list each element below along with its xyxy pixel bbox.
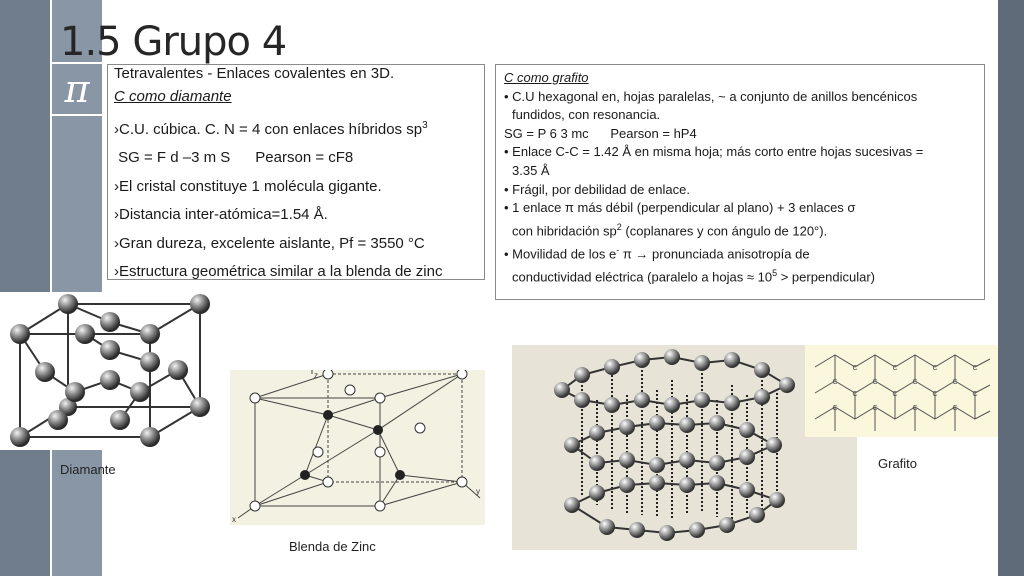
b4-sup: 2 (616, 221, 622, 232)
carbon-atom-label: C (872, 379, 877, 386)
caption-grafito: Grafito (878, 456, 918, 471)
axis-y-label: y (476, 487, 480, 496)
graphite-sg: SG = P 6 3 mc Pearson = hP4 (504, 125, 697, 141)
graphite-bullet-5: • Movilidad de los e- π → pronunciada an… (504, 241, 976, 264)
carbon-atom-label: C (852, 391, 857, 398)
carbon-atom-label: C (912, 405, 917, 412)
b5b-pre: conductividad eléctrica (paralelo a hoja… (512, 268, 773, 284)
axis-x-label: x (232, 515, 236, 524)
b5-post: π → pronunciada anisotropía de (619, 246, 810, 261)
graphite-bullet-2: • Enlace C-C = 1.42 Å en misma hoja; más… (504, 144, 924, 160)
diamond-text-box: Tetravalentes - Enlaces covalentes en 3D… (107, 64, 485, 280)
graphite-bullet-3: • Frágil, por debilidad de enlace. (504, 181, 690, 197)
diamond-heading: C como diamante (114, 88, 232, 105)
b5b-post: > perpendicular) (777, 268, 876, 284)
zinc-blende-figure: z y x (230, 370, 485, 525)
graphite-bullet-4: • 1 enlace π más débil (perpendicular al… (504, 200, 856, 216)
pi-symbol: π (64, 67, 90, 111)
right-decor-bar (998, 0, 1024, 576)
pi-icon: π (52, 62, 102, 116)
graphite-hexagon-figure: C C C C C C C C C C C C C C C C (805, 345, 998, 437)
diamond-line-1-sup: 3 (422, 119, 428, 131)
graphite-bullet-4-cont: con hibridación sp2 (coplanares y con án… (504, 218, 976, 241)
diamond-line-1-text: ›C.U. cúbica. C. N = 4 con enlaces híbri… (114, 120, 423, 138)
slide-title: 1.5 Grupo 4 (60, 19, 287, 65)
caption-blenda: Blenda de Zinc (289, 539, 376, 554)
diamond-line-6: ›Estructura geométrica similar a la blen… (114, 263, 443, 280)
b5-sup: - (616, 244, 620, 255)
carbon-atom-label: C (832, 379, 837, 386)
diamond-line-4: ›Distancia inter-atómica=1.54 Å. (114, 206, 328, 223)
carbon-atom-label: C (972, 391, 977, 398)
carbon-atom-label: C (852, 365, 857, 372)
carbon-atom-label: C (952, 379, 957, 386)
diamond-line-5: ›Gran dureza, excelente aislante, Pf = 3… (114, 234, 425, 252)
caption-diamante: Diamante (60, 462, 116, 477)
diamond-line-2: SG = F d –3 m S Pearson = cF8 (114, 149, 354, 166)
graphite-layers-figure (512, 345, 857, 550)
carbon-atom-label: C (932, 391, 937, 398)
axis-z-label: z (314, 371, 318, 380)
carbon-atom-label: C (892, 391, 897, 398)
intro-line: Tetravalentes - Enlaces covalentes en 3D… (114, 65, 395, 82)
carbon-atom-label: C (912, 379, 917, 386)
graphite-bullet-1: • C.U hexagonal en, hojas paralelas, ~ a… (504, 88, 918, 104)
graphite-bullet-1-cont: fundidos, con resonancia. (512, 107, 661, 123)
graphite-heading: C como grafito (504, 70, 589, 85)
b5-pre: • Movilidad de los e (504, 246, 617, 261)
carbon-atom-label: C (832, 405, 837, 412)
graphite-bullet-5-cont: conductividad eléctrica (paralelo a hoja… (504, 264, 976, 287)
diamond-line-1: ›C.U. cúbica. C. N = 4 con enlaces híbri… (114, 112, 478, 145)
carbon-atom-label: C (952, 405, 957, 412)
graphite-text-box: C como grafito • C.U hexagonal en, hojas… (495, 64, 985, 300)
diamond-line-3: ›El cristal constituye 1 molécula gigant… (114, 177, 382, 195)
carbon-atom-label: C (972, 365, 977, 372)
carbon-atom-label: C (872, 405, 877, 412)
b5b-sup: 5 (772, 267, 778, 278)
b4-post: (coplanares y con ángulo de 120°). (621, 223, 828, 239)
carbon-atom-label: C (892, 365, 897, 372)
carbon-atom-label: C (932, 365, 937, 372)
b4-pre: con hibridación sp (512, 223, 617, 239)
diamond-structure-figure (0, 292, 212, 450)
graphite-bullet-2-cont: 3.35 Å (512, 162, 550, 178)
left-decor-bar (0, 0, 50, 576)
